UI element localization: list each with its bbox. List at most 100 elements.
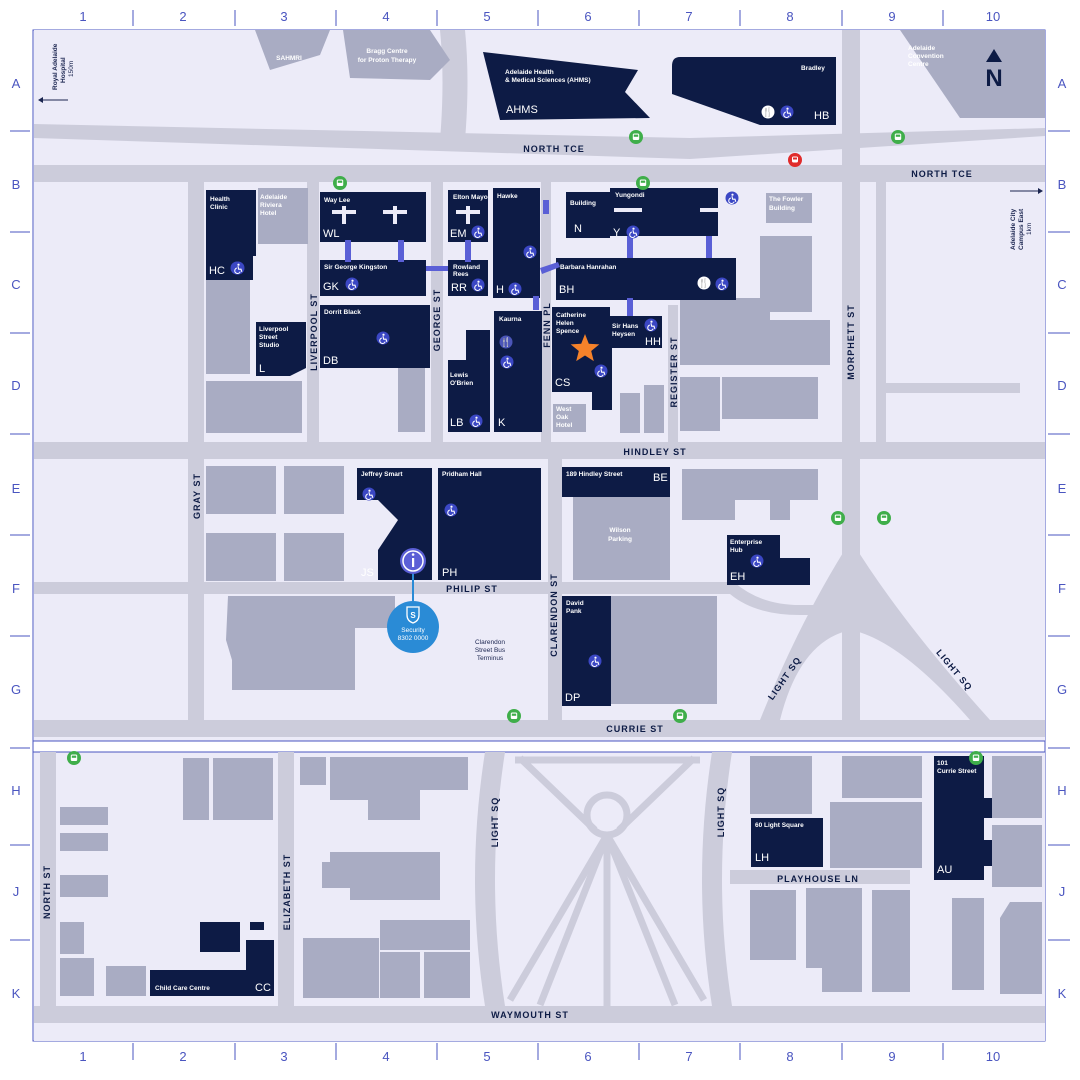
road-light-sq-w [475, 752, 505, 1006]
accessible-icon [362, 487, 376, 501]
grid-col-label-bottom: 4 [382, 1049, 389, 1064]
hh-code: HH [645, 336, 661, 348]
l-name-2: Street [259, 334, 278, 341]
building-bg-f3 [284, 533, 344, 581]
road-east-spur [878, 383, 1020, 393]
label-convention-2: Convention [908, 53, 944, 60]
label-elizabeth: ELIZABETH ST [282, 854, 292, 931]
grid-col-label-bottom: 7 [685, 1049, 692, 1064]
grid-col-label-top: 7 [685, 9, 692, 24]
building-low-11 [322, 852, 440, 900]
label-rah-2: Hospital [60, 57, 67, 83]
grid-col-label-top: 6 [584, 9, 591, 24]
accessible-icons [230, 105, 794, 668]
building-n [566, 192, 610, 238]
l-name-1: Liverpool [259, 326, 288, 333]
ph-name: Pridham Hall [442, 471, 482, 478]
grid-row-label-right: H [1057, 783, 1066, 798]
label-light-sq-4: LIGHT SQ [716, 787, 726, 838]
road-light-sq-curves [760, 540, 990, 720]
building-cs [552, 307, 612, 410]
accessible-icon [523, 245, 537, 259]
security-label: Security [401, 627, 425, 634]
rr-name-2: Rees [453, 271, 469, 278]
hh-name-2: Heysen [612, 331, 635, 338]
gk-code: GK [323, 281, 340, 293]
label-sahmri: SAHMRI [276, 55, 302, 62]
label-riviera-1: Adelaide [260, 194, 287, 201]
cs-name-3: Spence [556, 328, 580, 335]
svg-text:S: S [410, 611, 416, 620]
lb-code: LB [450, 417, 463, 429]
building-low-7 [183, 758, 209, 820]
ahms-code: AHMS [506, 104, 538, 116]
eh-name-1: Enterprise [730, 539, 763, 546]
be-code: BE [653, 472, 668, 484]
bus-stop-icon [877, 511, 891, 525]
road-george-st [431, 182, 443, 442]
bus-stop-icon [891, 130, 905, 144]
building-low-24 [952, 898, 984, 990]
l-code: L [259, 363, 265, 375]
road-north-tce-upper [34, 124, 1045, 159]
grid-row-label-right: F [1058, 581, 1066, 596]
building-low-25 [1000, 902, 1042, 994]
bh-code: BH [559, 284, 574, 296]
grid-row-label-left: K [12, 986, 21, 1001]
be-name: 189 Hindley Street [566, 471, 623, 478]
grid-col-label-bottom: 3 [280, 1049, 287, 1064]
bus-stop-icon [831, 511, 845, 525]
building-west-oak [553, 404, 586, 432]
label-liverpool: LIVERPOOL ST [309, 293, 319, 371]
north-label: N [985, 65, 1002, 92]
label-fowler-1: The Fowler [769, 196, 804, 203]
accessible-icon [500, 355, 514, 369]
building-k [494, 311, 542, 432]
building-dp [562, 596, 611, 706]
grid-row-label-left: B [12, 177, 21, 192]
grid-col-label-bottom: 5 [483, 1049, 490, 1064]
grid-col-label-top: 10 [986, 9, 1000, 24]
building-fowler [766, 193, 812, 223]
accessible-icon [594, 364, 608, 378]
lh-name: 60 Light Square [755, 822, 804, 829]
building-bg-e3 [284, 466, 344, 514]
eh-name-2: Hub [730, 547, 743, 554]
building-h [493, 188, 540, 298]
label-convention-3: Centre [908, 61, 929, 68]
building-riviera [258, 188, 308, 244]
accessible-icon [626, 225, 640, 239]
label-george: GEORGE ST [432, 289, 442, 352]
road-hindley-st [34, 442, 1045, 459]
wl-name: Way Lee [324, 197, 351, 204]
cs-code: CS [555, 377, 570, 389]
bridges [345, 200, 712, 316]
road-philip-curve [700, 582, 845, 615]
h-name: Hawke [497, 193, 518, 200]
label-waymouth: WAYMOUTH ST [491, 1010, 569, 1020]
label-philip: PHILIP ST [446, 584, 498, 594]
building-cc-annex2 [250, 922, 264, 930]
label-playhouse: PLAYHOUSE LN [777, 874, 859, 884]
security-marker[interactable]: S Security 8302 0000 [387, 601, 439, 653]
road-north-st [40, 752, 56, 1006]
road-clarendon-st [548, 459, 562, 720]
grid-row-label-left: C [11, 277, 20, 292]
label-clarendon: CLARENDON ST [549, 573, 559, 657]
lh-code: LH [755, 852, 769, 864]
building-bg-g7 [611, 596, 717, 704]
label-bus-terminus-1: Clarendon [475, 639, 505, 646]
bus-stop-icon [333, 176, 347, 190]
grid-col-label-top: 2 [179, 9, 186, 24]
grid-row-label-right: B [1058, 177, 1067, 192]
security-phone: 8302 0000 [398, 635, 429, 642]
road-playhouse-ln [730, 870, 910, 884]
accessible-icon [376, 331, 390, 345]
star-marker-icon [570, 334, 600, 362]
label-rah-3: 150m [68, 61, 75, 77]
cc-name: Child Care Centre [155, 985, 210, 992]
building-details [332, 206, 728, 224]
grid-col-label-bottom: 6 [584, 1049, 591, 1064]
bus-stop-icon [636, 176, 650, 190]
